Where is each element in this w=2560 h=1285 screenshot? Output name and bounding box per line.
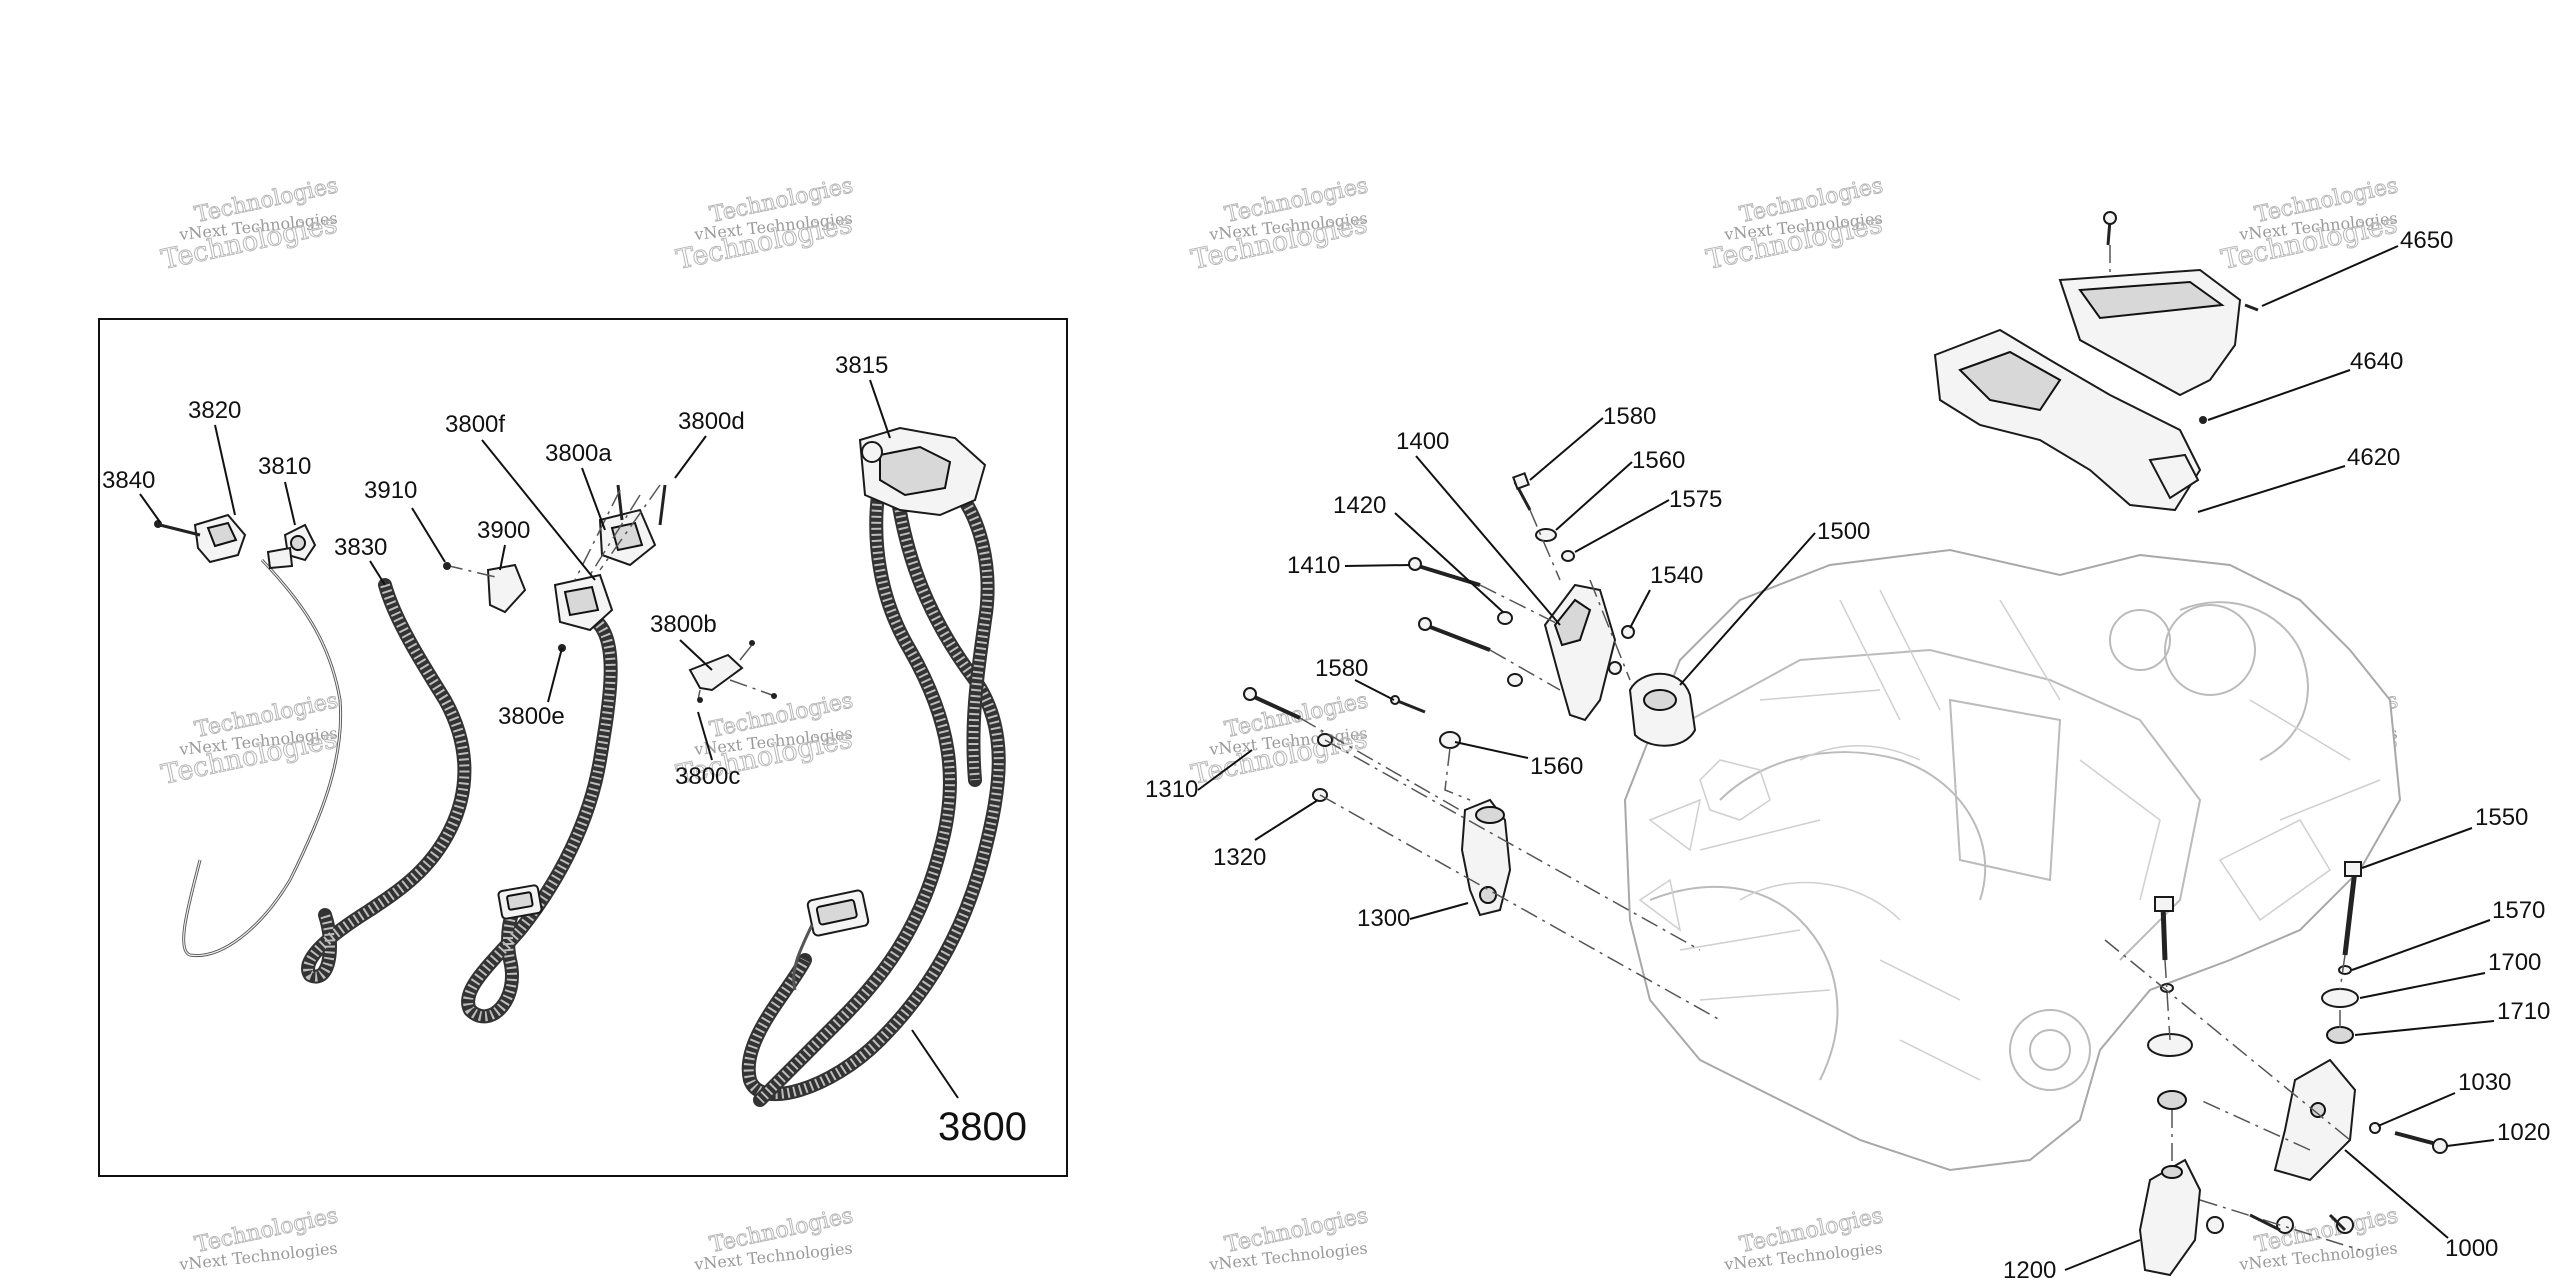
callout-1500: 1500 (1817, 518, 1870, 545)
callout-4640: 4640 (2350, 348, 2403, 375)
watermark: vNext Technologies Technologies (177, 1203, 340, 1274)
watermark: vNext Technologies Technologies Technolo… (1703, 173, 1886, 277)
connector-cluster (443, 484, 667, 652)
engine-assembly: 1580 1560 1400 1575 1420 1500 1410 1540 … (1145, 211, 2550, 1284)
watermark: vNext Technologies Technologies (692, 1203, 855, 1274)
callout-1400: 1400 (1396, 428, 1449, 455)
connector-3820 (154, 513, 247, 564)
inset-frame (98, 318, 1068, 1177)
rear-mount-group (2104, 861, 2448, 1277)
sensor-wire (182, 558, 343, 958)
harness-3800-mid (461, 613, 618, 1024)
callout-3800e: 3800e (498, 703, 565, 730)
watermark: vNext Technologies Technologies Technolo… (673, 173, 856, 277)
callout-3800b: 3800b (650, 611, 717, 638)
callout-4620: 4620 (2347, 444, 2400, 471)
callout-3900: 3900 (477, 517, 530, 544)
callout-1030: 1030 (2458, 1069, 2511, 1096)
callout-1580-mid: 1580 (1315, 655, 1368, 682)
callout-3800f: 3800f (445, 411, 505, 438)
callout-3830: 3830 (334, 534, 387, 561)
callout-3810: 3810 (258, 453, 311, 480)
callout-4650: 4650 (2400, 227, 2453, 254)
callout-3800d: 3800d (678, 408, 745, 435)
watermark: vNext Technologies Technologies (1207, 1203, 1370, 1274)
callout-1420: 1420 (1333, 492, 1386, 519)
callout-1580-top: 1580 (1603, 403, 1656, 430)
ecu-assembly (1933, 211, 2259, 512)
sensor-3810 (266, 523, 317, 570)
callout-1560-top: 1560 (1632, 447, 1685, 474)
bracket-3800b (688, 640, 777, 703)
watermark: vNext Technologies Technologies Technolo… (158, 688, 341, 792)
engine-block (1623, 548, 2402, 1172)
callout-1700: 1700 (2488, 949, 2541, 976)
watermark: vNext Technologies Technologies Technolo… (2218, 173, 2401, 277)
watermark: vNext Technologies Technologies (1722, 1203, 1885, 1274)
callout-1200: 1200 (2003, 1257, 2056, 1280)
callout-1550: 1550 (2475, 804, 2528, 831)
callout-3815: 3815 (835, 352, 888, 379)
mount-1300-group (1243, 687, 1721, 1021)
harness-3830 (301, 578, 472, 984)
callout-3820: 3820 (188, 397, 241, 424)
watermark: vNext Technologies Technologies Technolo… (1188, 173, 1371, 277)
callout-1560-mid: 1560 (1530, 753, 1583, 780)
callout-1320: 1320 (1213, 844, 1266, 871)
callout-1310: 1310 (1145, 776, 1198, 803)
callout-1540: 1540 (1650, 562, 1703, 589)
watermark: vNext Technologies Technologies Technolo… (158, 173, 341, 277)
watermark: vNext Technologies Technologies (2237, 1203, 2400, 1274)
callout-1000: 1000 (2445, 1235, 2498, 1262)
harness-3800-main (741, 426, 1006, 1107)
callout-1020: 1020 (2497, 1119, 2550, 1146)
callout-1575: 1575 (1669, 486, 1722, 513)
callout-3800a: 3800a (545, 440, 612, 467)
callout-1710: 1710 (2497, 998, 2550, 1025)
callout-3910: 3910 (364, 477, 417, 504)
harness-inset: 3820 3840 3810 3910 3830 3900 3800f 3800… (98, 318, 1068, 1177)
engine-callouts: 1580 1560 1400 1575 1420 1500 1410 1540 … (1145, 227, 2550, 1284)
callout-1300: 1300 (1357, 905, 1410, 932)
mount-1400-group (1408, 472, 1697, 747)
callout-3800: 3800 (938, 1105, 1027, 1149)
callout-3840: 3840 (102, 467, 155, 494)
callout-3800c: 3800c (675, 763, 740, 790)
callout-1570: 1570 (2492, 897, 2545, 924)
inset-callouts: 3820 3840 3810 3910 3830 3900 3800f 3800… (102, 352, 1027, 1149)
callout-1410: 1410 (1287, 552, 1340, 579)
